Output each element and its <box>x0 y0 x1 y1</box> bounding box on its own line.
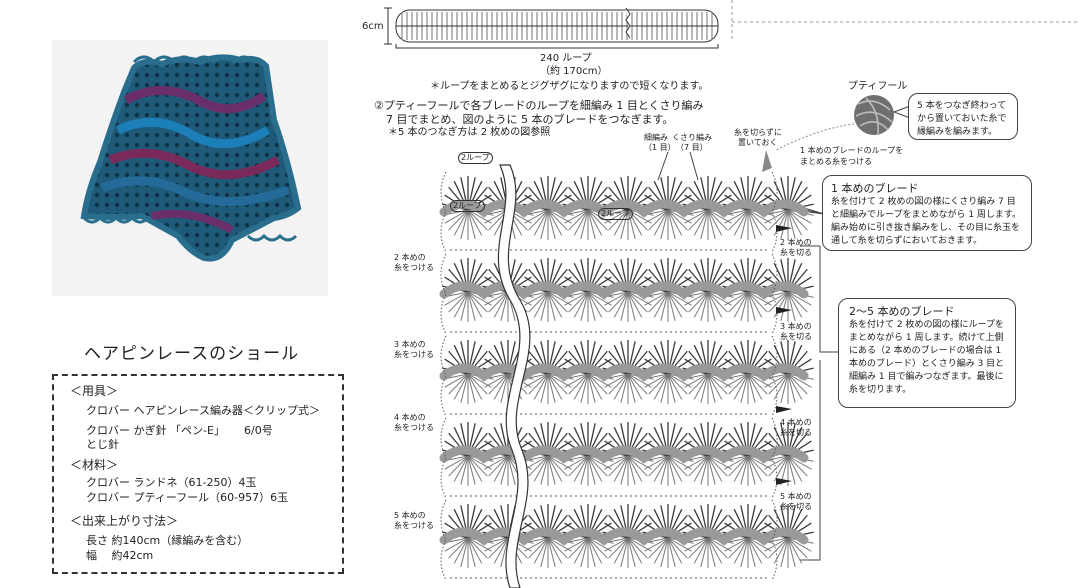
cut-2-line1: 2 本めの <box>780 238 812 247</box>
braid-diagram <box>439 171 814 581</box>
bubble2-connector-a <box>819 246 840 353</box>
cut-3-line2: 糸を切る <box>780 332 812 341</box>
loop-strip <box>395 7 719 43</box>
yarn-petitfour: クロバー プティーフール（60-957）6玉 <box>86 491 289 504</box>
attach-2-line2: 糸をつける <box>394 263 434 272</box>
yarn-ball-icon <box>775 95 894 151</box>
tag-2loops-a: 2ループ <box>458 152 493 164</box>
braid-row <box>439 499 814 581</box>
bubble2-connector-b <box>800 360 821 561</box>
attach-4-line1: 4 本めの <box>394 413 426 422</box>
braid-row <box>439 171 814 253</box>
height-dimension <box>384 7 392 45</box>
braid25-text: 糸を付けて 2 枚めの図の様にループをまとめながら 1 周します。続けて上側にあ… <box>849 320 1005 395</box>
tool-hook-size: 6/0号 <box>244 424 273 437</box>
label-keep1: 糸を切らずに <box>734 128 782 137</box>
label-sc: 細編み <box>644 133 668 142</box>
loop-note: ＊ループをまとめるとジグザグになりますので短くなります。 <box>430 81 709 92</box>
dim-6cm: 6cm <box>362 21 384 32</box>
braid-row <box>439 335 814 417</box>
cut-4-line2: 糸を切る <box>780 428 812 437</box>
braid1-heading: 1 本めのブレード <box>831 182 919 195</box>
tag-2loops-b: 2ループ <box>450 200 485 212</box>
tool-needle: とじ針 <box>86 438 119 451</box>
keep-thread-marker <box>762 150 772 172</box>
cut-5-line2: 糸を切る <box>780 502 812 511</box>
attach-5-line2: 糸をつける <box>394 521 434 530</box>
attach-2-line1: 2 本めの <box>394 253 426 262</box>
label-gather2: まとめる糸をつける <box>800 157 872 166</box>
edging-note-text: 5 本をつなぎ終わってから置いておいた糸で縁編みを編みます。 <box>917 101 1007 137</box>
tool-hairpin: クロバー ヘアピンレース編み器＜クリップ式＞ <box>86 404 320 417</box>
braid1-bubble: 1 本めのブレード 糸を付けて 2 枚めの図の様にくさり編み 7 目と細編みでル… <box>822 175 1032 251</box>
loops-count: 240 ループ <box>540 53 592 64</box>
cut-2-line2: 糸を切る <box>780 248 812 257</box>
step2-line1: ②プティーフールで各ブレードのループを細編み 1 目とくさり編み <box>374 99 704 112</box>
label-ch: くさり編み <box>672 133 712 142</box>
braid1-text: 糸を付けて 2 枚めの図の様にくさり編み 7 目と細編みでループをまとめながら … <box>831 197 1022 246</box>
cut-4-line1: 4 本めの <box>780 418 812 427</box>
page-title: ヘアピンレースのショール <box>84 344 300 364</box>
attach-3-line2: 糸をつける <box>394 350 434 359</box>
cut-3-line1: 3 本めの <box>780 322 812 331</box>
cut-5-line1: 5 本めの <box>780 492 812 501</box>
step2-line3: ＊5 本のつなぎ方は 2 枚めの図参照 <box>388 127 551 138</box>
label-ch-count: （7 目） <box>676 143 708 152</box>
yarn-ball-name: プティフール <box>848 81 908 92</box>
yarn-randonnee: クロバー ランドネ（61-250）4玉 <box>86 476 257 489</box>
label-gather1: 1 本めのブレードのループを <box>800 146 904 155</box>
edging-note-bubble: 5 本をつなぎ終わってから置いておいた糸で縁編みを編みます。 <box>908 93 1018 140</box>
shawl-illustration <box>80 54 302 262</box>
shawl-photo <box>52 40 328 296</box>
materials-box: ＜用具＞ クロバー ヘアピンレース編み器＜クリップ式＞ クロバー かぎ針 「ペン… <box>52 374 344 574</box>
braid25-bubble: 2〜5 本めのブレード 糸を付けて 2 枚めの図の様にループをまとめながら 1 … <box>838 298 1016 408</box>
tools-heading: ＜用具＞ <box>70 384 119 398</box>
tag-2loops-c: 2ループ <box>598 208 633 220</box>
ch-pointer <box>689 151 699 181</box>
braid-row <box>439 417 814 499</box>
step2-line2: 7 目でまとめ、図のように 5 本のブレードをつなぎます。 <box>386 113 674 126</box>
size-width: 幅 約42cm <box>86 549 154 562</box>
cut-break-band <box>497 164 531 588</box>
loops-length: （約 170cm） <box>540 66 608 77</box>
cut-markers <box>776 225 792 485</box>
label-keep2: 置いておく <box>738 138 778 147</box>
tool-hook: クロバー かぎ針 「ペン-E」 <box>86 424 225 437</box>
braid-row <box>439 253 814 335</box>
yarn-heading: ＜材料＞ <box>70 458 119 472</box>
sc-pointer <box>657 151 669 181</box>
attach-5-line1: 5 本めの <box>394 511 426 520</box>
braid25-heading: 2〜5 本めのブレード <box>849 305 955 318</box>
label-sc-count: （1 目） <box>644 143 676 152</box>
size-heading: ＜出来上がり寸法＞ <box>70 514 179 528</box>
length-bracket <box>395 44 719 49</box>
attach-4-line2: 糸をつける <box>394 423 434 432</box>
attach-3-line1: 3 本めの <box>394 340 426 349</box>
size-length: 長さ 約140cm（縁編みを含む） <box>86 534 249 547</box>
